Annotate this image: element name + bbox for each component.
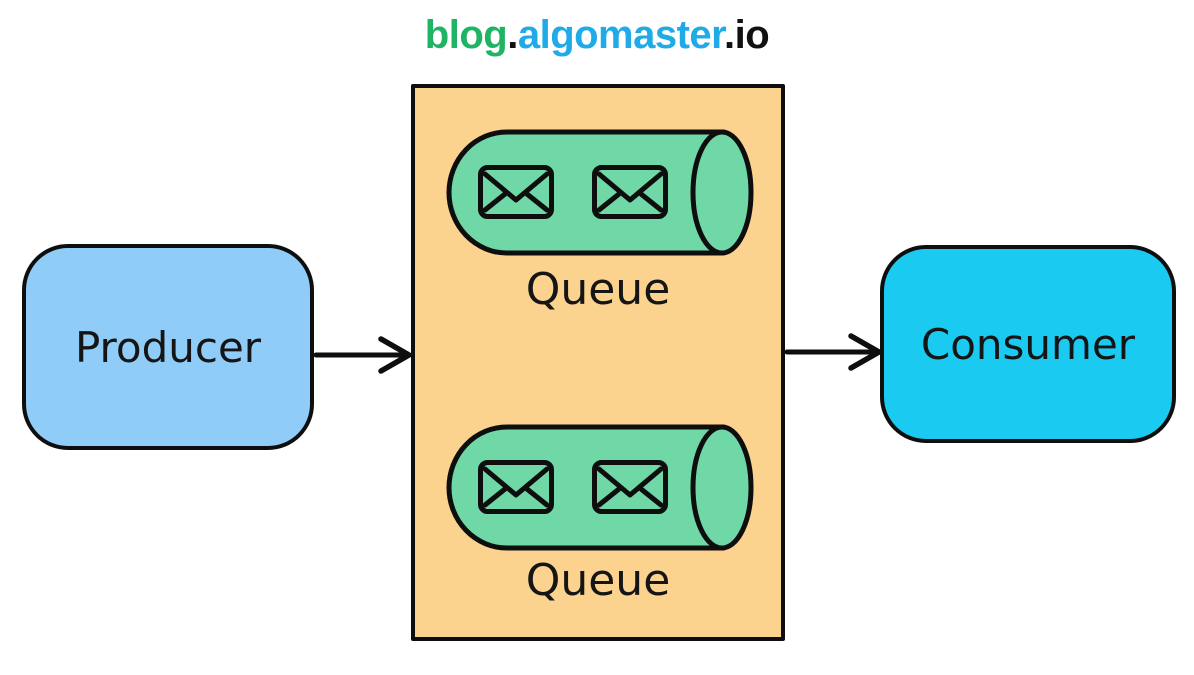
cylinder-body [446,129,725,256]
cylinder-cap [690,129,754,256]
consumer-label: Consumer [920,319,1136,369]
title-segment-algomaster: algomaster [517,13,725,57]
message-envelope-icon [478,165,554,219]
arrow-queue-to-consumer [784,333,882,371]
queue-cylinder-1 [446,129,754,256]
consumer-node: Consumer [880,245,1176,443]
cylinder-body [446,424,725,551]
queue-label: Queue [525,264,671,315]
page-title: blog.algomaster.io [0,13,1194,57]
arrow-producer-to-queue [313,336,412,374]
title-segment-blog: blog [424,13,508,57]
title-segment-io: .io [724,13,770,57]
producer-node: Producer [22,244,314,450]
message-envelope-icon [478,460,554,514]
title-segment-dot1: . [507,13,518,57]
queue-cylinder-2 [446,424,754,551]
cylinder-cap [690,424,754,551]
producer-label: Producer [74,322,262,372]
message-envelope-icon [592,165,668,219]
queue-label: Queue [525,555,671,606]
message-envelope-icon [592,460,668,514]
